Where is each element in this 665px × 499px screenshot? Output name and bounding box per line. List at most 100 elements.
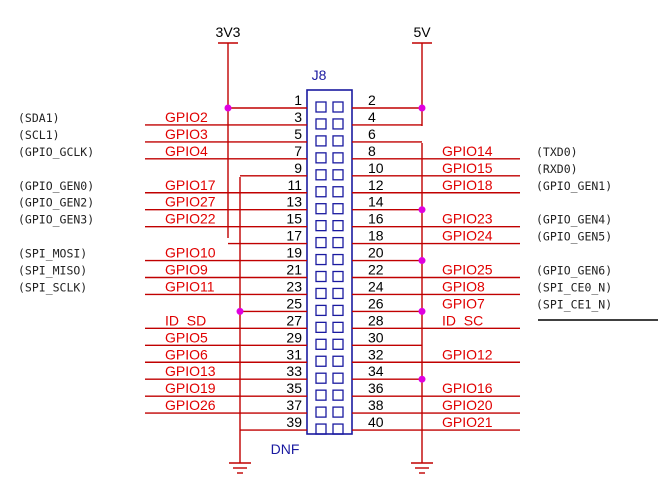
pin-number-right: 6 bbox=[368, 126, 376, 142]
pin-number-right: 20 bbox=[368, 245, 384, 261]
signal-label-left: GPIO13 bbox=[165, 363, 216, 379]
connector-reference: J8 bbox=[312, 67, 327, 83]
alt-function-left: (SCL1) bbox=[18, 128, 60, 142]
alt-function-right: (GPIO_GEN6) bbox=[536, 264, 612, 278]
pad-left bbox=[315, 270, 327, 283]
pad-right bbox=[332, 118, 344, 130]
pin-number-right: 8 bbox=[368, 143, 376, 159]
pad-left bbox=[315, 321, 327, 334]
signal-label-right: GPIO25 bbox=[442, 262, 493, 278]
pad-left bbox=[315, 253, 327, 266]
pad-left bbox=[315, 355, 327, 367]
pin-number-right: 26 bbox=[368, 295, 384, 311]
signal-label-right: GPIO20 bbox=[442, 397, 493, 413]
pad-left bbox=[315, 406, 327, 418]
signal-label-left: GPIO17 bbox=[165, 177, 216, 193]
junction-dot bbox=[236, 307, 244, 315]
pad-right bbox=[332, 152, 344, 164]
pad-left bbox=[315, 338, 327, 350]
alt-function-left: (GPIO_GCLK) bbox=[18, 145, 94, 159]
power-rails bbox=[218, 42, 432, 463]
pad-left bbox=[315, 186, 327, 198]
signal-label-right: GPIO7 bbox=[442, 295, 485, 311]
pad-right bbox=[332, 355, 344, 367]
pin-number-left: 33 bbox=[286, 363, 302, 379]
signal-label-left: GPIO11 bbox=[165, 278, 215, 294]
signal-label-right: GPIO12 bbox=[442, 346, 493, 362]
pad-right bbox=[332, 304, 344, 317]
pad-right bbox=[332, 406, 344, 418]
pin-number-right: 16 bbox=[368, 211, 384, 227]
pad-right bbox=[332, 270, 344, 283]
pin-number-left: 7 bbox=[294, 143, 302, 159]
alt-function-left: (GPIO_GEN0) bbox=[18, 179, 94, 193]
alt-function-left: (SPI_SCLK) bbox=[18, 280, 87, 294]
alt-function-left: (GPIO_GEN3) bbox=[18, 213, 94, 227]
pin-number-right: 10 bbox=[368, 160, 384, 176]
pin-number-right: 40 bbox=[368, 414, 384, 430]
pin-number-left: 17 bbox=[286, 228, 302, 244]
pad-left bbox=[315, 372, 327, 384]
power-label-5v: 5V bbox=[413, 24, 431, 40]
pad-right bbox=[332, 338, 344, 350]
junction-dot bbox=[418, 307, 426, 315]
signal-label-left: GPIO6 bbox=[165, 346, 208, 362]
signal-label-left: GPIO10 bbox=[165, 245, 216, 261]
power-label-3v3: 3V3 bbox=[216, 24, 241, 40]
pad-left bbox=[315, 423, 327, 435]
pin-number-right: 2 bbox=[368, 92, 376, 108]
pin-number-left: 25 bbox=[286, 295, 302, 311]
signal-label-left: GPIO22 bbox=[165, 211, 216, 227]
pad-right bbox=[332, 423, 344, 435]
pin-number-right: 36 bbox=[368, 380, 384, 396]
pin-number-left: 11 bbox=[287, 177, 302, 193]
signal-label-right: GPIO8 bbox=[442, 278, 485, 294]
alt-function-right: (GPIO_GEN1) bbox=[536, 179, 612, 193]
alt-function-right: (SPI_CE1_N) bbox=[536, 297, 612, 311]
signal-label-right: GPIO14 bbox=[442, 143, 493, 159]
pin-number-right: 34 bbox=[368, 363, 384, 379]
pad-left bbox=[315, 236, 327, 249]
signal-label-right: GPIO23 bbox=[442, 211, 493, 227]
connector-body bbox=[306, 89, 353, 435]
pin-number-left: 31 bbox=[286, 346, 302, 362]
ground-symbol-left bbox=[229, 462, 251, 474]
signal-label-left: GPIO2 bbox=[165, 109, 208, 125]
pad-left bbox=[315, 135, 327, 147]
pad-right bbox=[332, 101, 344, 113]
pin-number-right: 22 bbox=[368, 262, 384, 278]
pin-number-left: 3 bbox=[294, 109, 302, 125]
pin-number-left: 39 bbox=[286, 414, 302, 430]
pad-left bbox=[315, 287, 327, 300]
pad-left bbox=[315, 203, 327, 215]
pad-right bbox=[332, 253, 344, 266]
pad-right bbox=[332, 135, 344, 147]
pin-number-left: 13 bbox=[286, 194, 302, 210]
pin-number-left: 29 bbox=[286, 329, 302, 345]
alt-function-right: (TXD0) bbox=[536, 145, 578, 159]
pin-rows: 13GPIO2(SDA1)5GPIO3(SCL1)7GPIO4(GPIO_GCL… bbox=[18, 92, 612, 435]
signal-label-right: GPIO15 bbox=[442, 160, 493, 176]
pin-number-right: 30 bbox=[368, 329, 384, 345]
pin-number-left: 35 bbox=[286, 380, 302, 396]
pad-right bbox=[332, 287, 344, 300]
pin-number-left: 37 bbox=[286, 397, 302, 413]
alt-function-left: (SDA1) bbox=[18, 111, 60, 125]
pad-left bbox=[315, 389, 327, 401]
pin-number-left: 27 bbox=[286, 312, 302, 328]
signal-label-left: GPIO5 bbox=[165, 329, 208, 345]
pin-number-left: 21 bbox=[286, 262, 302, 278]
pin-number-right: 18 bbox=[368, 228, 384, 244]
pad-left bbox=[315, 219, 327, 232]
pin-number-right: 4 bbox=[368, 109, 376, 125]
junction-dot bbox=[418, 104, 426, 112]
signal-label-right: ID_SC bbox=[442, 312, 483, 328]
pad-right bbox=[332, 203, 344, 215]
junction-dot bbox=[418, 257, 426, 265]
signal-label-left: GPIO19 bbox=[165, 380, 216, 396]
alt-function-right: (GPIO_GEN5) bbox=[536, 230, 612, 244]
junction-dot bbox=[418, 206, 426, 214]
signal-label-right: GPIO24 bbox=[442, 228, 493, 244]
ground-symbol-right bbox=[411, 462, 433, 474]
pin-number-right: 14 bbox=[368, 194, 384, 210]
